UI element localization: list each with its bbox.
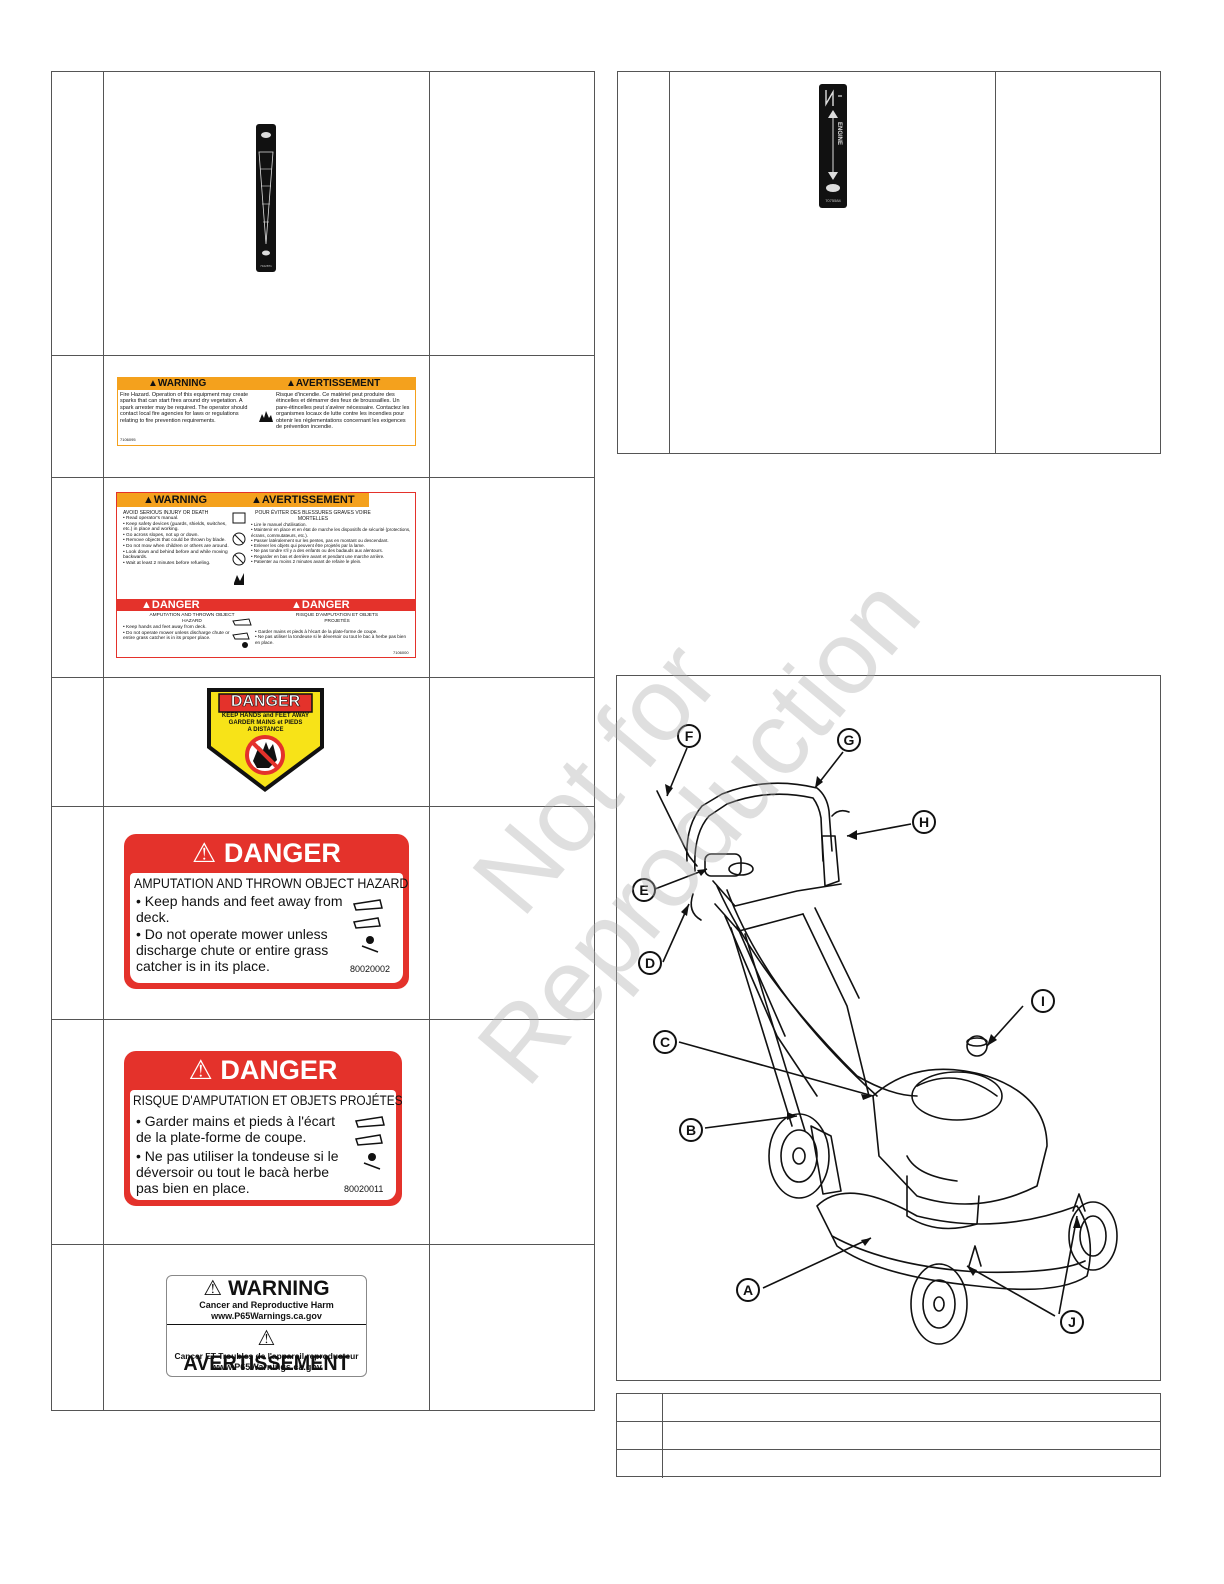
hands-line-2: GARDER MAINS et PIEDS [228,720,303,726]
legend-key [617,1450,663,1478]
danger-item-1: • Garder mains et pieds à l'écart de la … [136,1113,335,1145]
hazard-pictogram-icon [350,894,386,954]
hands-shield-shape [207,688,324,792]
part-number: 80020002 [350,964,391,974]
danger-heading: ⚠ DANGER [192,838,341,868]
p65-warning-line-2: www.P65Warnings.ca.gov [211,1311,322,1321]
part-number: 7106095 [120,437,136,442]
danger-title: RISQUE D'AMPUTATION ET OBJETS PROJÉTES [133,1093,403,1108]
part-number: 80020011 [344,1184,384,1194]
safety-combo-decal: ▲WARNING ▲AVERTISSEMENT AVOID SERIOUS IN… [116,492,416,658]
legend-row [617,1450,1160,1478]
danger-heading: ⚠ DANGER [188,1055,338,1085]
danger-heading: ▲DANGER [141,599,200,611]
table-column-divider [995,72,996,453]
callout-b: B [685,1122,697,1138]
table-row-divider [52,477,594,478]
legend-key [617,1394,663,1421]
table-column-divider [103,72,104,1410]
p65-warning-decal: ⚠ WARNING Cancer and Reproductive Harm w… [166,1275,367,1377]
safety-icons [231,511,247,595]
table-row-divider [52,806,594,807]
danger-decal-english: ⚠ DANGER AMPUTATION AND THROWN OBJECT HA… [124,834,409,989]
callout-f: F [684,728,694,744]
lawn-mower-drawing [632,724,1118,1345]
avertissement-heading: ▲AVERTISSEMENT [286,378,381,389]
table-column-divider [429,72,430,1410]
fire-icon [257,406,275,424]
part-number: 7075584 [825,198,841,203]
warning-body: Fire Hazard. Operation of this equipment… [120,392,249,424]
p65-avertissement-line-2: www.P65Warnings.ca.gov [211,1362,322,1372]
hands-danger-heading: DANGER [230,693,301,711]
engine-decal-table [617,71,1161,454]
part-number: 7106000 [393,650,409,655]
hazard-pictogram-icon [352,1111,388,1171]
callout-i: I [1041,993,1045,1009]
p65-avertissement-line-1: Cancer ET Troubles de l'appareil reprodu… [174,1351,359,1361]
warning-heading: ▲WARNING [143,494,208,506]
table-row-divider [52,677,594,678]
part-number: 7102871 [260,264,272,268]
p65-avertissement-heading: ⚠ AVERTISSEMENT [183,1327,350,1375]
warning-triangle-icon: ⚠ [192,838,217,868]
danger-title: AMPUTATION AND THROWN OBJECT HAZARD [134,876,409,891]
figure-legend-table [616,1393,1161,1478]
table-column-divider [669,72,670,453]
callout-h: H [918,814,930,830]
hands-danger-decal: DANGER KEEP HANDS and FEET AWAY GARDER M… [205,686,326,794]
warning-triangle-icon: ⚠ [188,1055,213,1085]
legend-row [617,1422,1160,1450]
p65-warning-heading: ⚠ WARNING [203,1277,330,1300]
hands-line-1: KEEP HANDS and FEET AWAY [221,713,310,719]
fr-title: POUR ÉVITER DES BLESSURES GRAVES VOIRE M… [255,510,371,522]
legend-row [617,1394,1160,1422]
callout-a: A [742,1282,754,1298]
avertissement-heading: ▲AVERTISSEMENT [251,494,355,506]
callout-d: D [644,955,656,971]
callout-c: C [659,1034,671,1050]
decal-table [51,71,595,1411]
fire-hazard-decal: ▲WARNING ▲AVERTISSEMENT Fire Hazard. Ope… [117,377,416,446]
table-row-divider [52,355,594,356]
danger-icons [231,613,253,649]
callout-j: J [1068,1314,1076,1330]
danger-item-2: • Do not operate mower unless discharge … [136,926,329,974]
legend-key [617,1422,663,1449]
warning-heading: ▲WARNING [148,378,207,389]
engine-label: ENGINE [836,122,842,146]
en-danger-list: • Keep hands and feet away from deck. • … [123,625,230,642]
en-danger-title: AMPUTATION AND THROWN OBJECT HAZARD [149,613,235,624]
fr-danger-list: • Garder mains et pieds à l'écart de la … [255,629,406,645]
engine-speed-decal: ENGINE 7075584 [819,84,847,208]
warning-triangle-icon: ⚠ [203,1277,223,1300]
en-safety-list: • Read operator's manual. • Keep safety … [123,516,229,566]
danger-item-1: • Keep hands and feet away from deck. [136,893,343,925]
en-title: AVOID SERIOUS INJURY OR DEATH [123,510,209,516]
warning-triangle-icon: ⚠ [257,1327,276,1350]
callout-e: E [639,882,649,898]
table-row-divider [52,1244,594,1245]
fr-safety-list: • Lire le manuel d'utilisation. • Mainte… [251,522,411,565]
avertissement-body: Risque d'incendie. Ce matériel peut prod… [276,392,410,431]
danger-item-2: • Ne pas utiliser la tondeuse si le déve… [136,1148,339,1196]
fr-danger-title: RISQUE D'AMPUTATION ET OBJETS PROJETÉS [295,613,379,624]
speed-control-decal: 7102871 [256,124,276,272]
danger-decal-french: ⚠ DANGER RISQUE D'AMPUTATION ET OBJETS P… [124,1051,403,1206]
mower-figure: F G H E D I C B A J [616,675,1161,1381]
p65-warning-line-1: Cancer and Reproductive Harm [199,1300,334,1310]
hands-line-3: A DISTANCE [247,727,284,733]
danger-heading-fr: ▲DANGER [291,599,350,611]
table-row-divider [52,1019,594,1020]
callout-g: G [843,732,855,748]
